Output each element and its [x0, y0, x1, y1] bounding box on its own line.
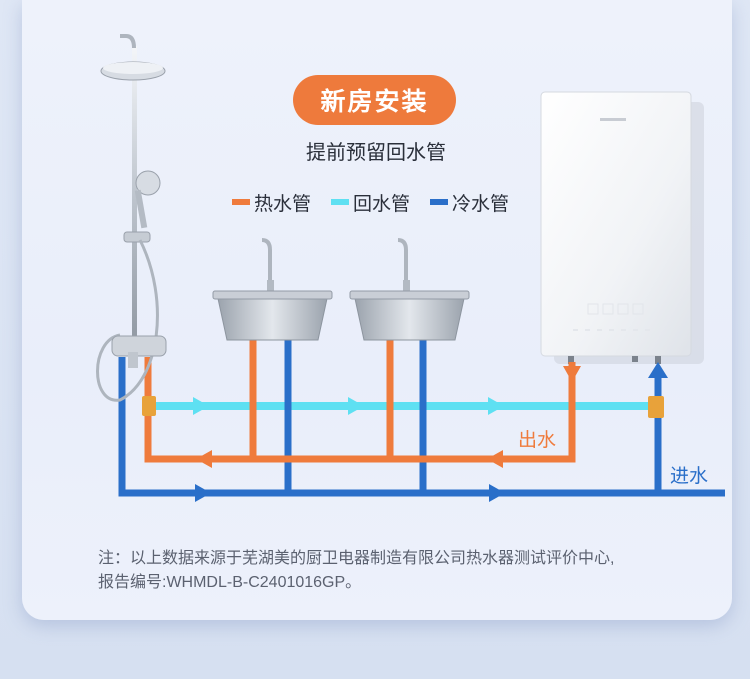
footnote: 注：以上数据来源于芜湖美的厨卫电器制造有限公司热水器测试评价中心, 报告编号:W… — [98, 547, 698, 595]
flow-arrow-icon — [196, 450, 212, 468]
arrow-down-icon — [563, 366, 581, 382]
footnote-line-1: 注：以上数据来源于芜湖美的厨卫电器制造有限公司热水器测试评价中心, — [98, 550, 615, 567]
shower-icon — [96, 34, 167, 402]
legend: 热水管 回水管 冷水管 — [232, 189, 529, 215]
legend-swatch-cold — [430, 199, 449, 205]
flow-arrow-icon — [193, 397, 209, 415]
footnote-line-2: 报告编号:WHMDL-B-C2401016GP。 — [98, 574, 362, 591]
cold-pipe — [118, 340, 725, 497]
return-pipe — [152, 397, 655, 415]
legend-label: 回水管 — [353, 193, 411, 215]
tee-fitting-icon — [142, 396, 156, 416]
water-heater — [540, 91, 704, 364]
flow-arrow-icon — [488, 397, 504, 415]
sink-2-icon — [349, 238, 470, 341]
tee-fitting-icon — [648, 396, 664, 418]
legend-swatch-hot — [232, 199, 250, 205]
legend-item-return: 回水管 — [331, 189, 410, 216]
flow-arrow-icon — [489, 484, 505, 502]
legend-item-cold: 冷水管 — [430, 189, 509, 216]
flow-arrow-icon — [195, 484, 211, 502]
flow-arrow-icon — [487, 450, 503, 468]
outlet-label: 出水 — [518, 429, 556, 451]
flow-arrow-icon — [348, 397, 364, 415]
legend-label: 冷水管 — [452, 193, 510, 215]
sink-1-icon — [212, 238, 333, 341]
legend-swatch-return — [331, 199, 350, 205]
page-title: 新房安装 — [293, 75, 456, 125]
legend-item-hot: 热水管 — [232, 189, 311, 216]
arrow-up-icon — [648, 362, 668, 378]
page-subtitle: 提前预留回水管 — [306, 142, 446, 164]
legend-label: 热水管 — [254, 193, 312, 215]
inlet-label: 进水 — [670, 465, 708, 487]
brand-logo-icon — [600, 118, 626, 121]
heater-display — [573, 303, 655, 331]
